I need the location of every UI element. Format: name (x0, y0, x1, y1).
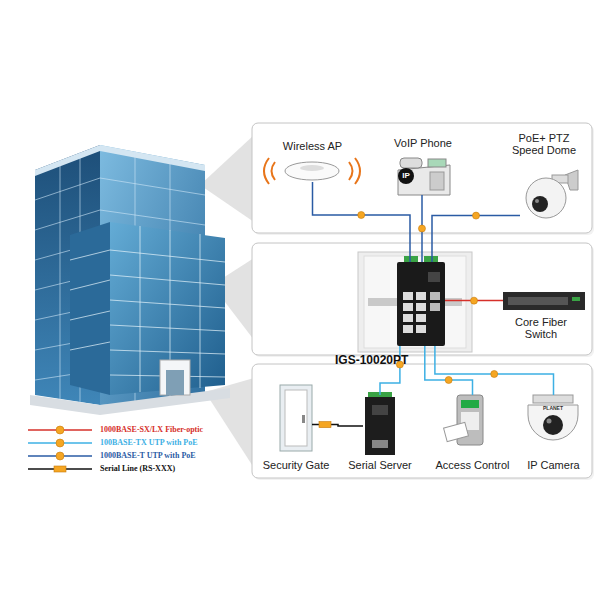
reader-screen (461, 400, 479, 408)
device-label: PoE+ PTZ Speed Dome (510, 132, 578, 156)
wifi-waves (264, 158, 360, 184)
lens-glint (547, 419, 552, 424)
building-door (166, 370, 184, 395)
device-node: IGS-10020PT (397, 262, 445, 346)
device-node: IP Camera (525, 395, 582, 450)
gate-handle (302, 415, 305, 423)
rj45-port (403, 303, 413, 311)
cable-marker (358, 212, 365, 219)
device-node: Wireless AP (285, 160, 340, 182)
device-label: VoIP Phone (390, 137, 456, 149)
cable-marker (445, 377, 452, 384)
brand-mark: PLANET (538, 404, 568, 413)
ap-body (285, 162, 339, 180)
cable-marker (471, 297, 478, 304)
cabinet-inner (364, 256, 466, 348)
rj45-port (403, 325, 413, 333)
rj45-port (416, 303, 426, 311)
gate-frame (280, 385, 312, 451)
rj45-port (416, 325, 426, 333)
rj45-port (416, 314, 426, 322)
cable-line (313, 182, 411, 262)
device-label: Serial Server (343, 459, 417, 471)
core-switch-led (572, 297, 580, 301)
camera-lens (543, 415, 563, 435)
floor-panel (252, 364, 592, 478)
gate-door (285, 390, 307, 446)
access-card (444, 422, 469, 441)
legend-text: 1000BASE-SX/LX Fiber-optic (100, 425, 203, 435)
legend-marker (56, 426, 64, 434)
device-label: Wireless AP (275, 140, 350, 152)
legend-text: Serial Line (RS-XXX) (100, 464, 175, 474)
ptz-lens (532, 196, 548, 212)
floor-panel (252, 243, 592, 355)
cable-line (312, 425, 363, 426)
rj45-port (416, 292, 426, 300)
legend-line (28, 468, 92, 470)
switch-body (397, 262, 445, 346)
legend-marker (56, 439, 64, 447)
floor-panel (252, 123, 592, 233)
cable-line (435, 346, 554, 395)
device-label: Access Control (430, 459, 515, 471)
cabinet (358, 252, 472, 352)
rj45-port (403, 292, 413, 300)
legend-line (28, 442, 92, 444)
device-node: Core Fiber Switch (503, 292, 585, 310)
lens-glint (535, 199, 539, 203)
legend-marker (56, 452, 64, 460)
cable-line (432, 216, 520, 262)
building-entrance (160, 360, 190, 395)
rj45-port (403, 314, 413, 322)
cable-marker (319, 422, 331, 428)
sfp-port (430, 303, 440, 311)
phone-handset (400, 158, 422, 168)
legend-marker (54, 466, 66, 472)
phone-keypad (430, 172, 444, 190)
device-label: Security Gate (258, 459, 334, 471)
building-face (110, 222, 225, 395)
device-node: PoE+ PTZ Speed Dome (520, 168, 570, 224)
core-switch-body (503, 292, 585, 310)
legend-line (28, 455, 92, 457)
device-node: Serial Server (363, 395, 397, 457)
cable-line (421, 195, 423, 262)
badge-text: IP (399, 170, 413, 182)
building-base (30, 388, 230, 415)
cable-line (445, 300, 503, 302)
cable-marker (491, 371, 498, 378)
legend-text: 1000BASE-T UTP with PoE (100, 451, 196, 461)
legend-text: 100BASE-TX UTP with PoE (100, 438, 198, 448)
switch-model-label: IGS-10020PT (335, 354, 430, 366)
core-switch-ports (508, 297, 568, 305)
device-node: Security Gate (280, 385, 312, 451)
ap-top (300, 165, 324, 171)
switch-leds (428, 272, 440, 282)
serial-server-leds (372, 405, 388, 415)
cable-line (425, 346, 473, 395)
ip-badge (398, 168, 414, 184)
sfp-port (430, 292, 440, 300)
camera-mount (533, 395, 573, 403)
phone-screen (428, 159, 446, 167)
cable-marker (473, 212, 480, 219)
serial-server-body (365, 397, 395, 455)
ptz-dome (526, 178, 566, 218)
building-grid (70, 226, 225, 392)
phone-body (398, 165, 450, 195)
device-label: Core Fiber Switch (508, 316, 574, 340)
legend-line (28, 429, 92, 431)
cable-marker (418, 225, 425, 232)
device-label: IP Camera (515, 459, 592, 471)
camera-dome (528, 405, 578, 440)
serial-port (372, 440, 388, 448)
building-face (70, 222, 110, 395)
callout-wedge (200, 135, 254, 222)
device-node: Access Control (455, 395, 490, 445)
